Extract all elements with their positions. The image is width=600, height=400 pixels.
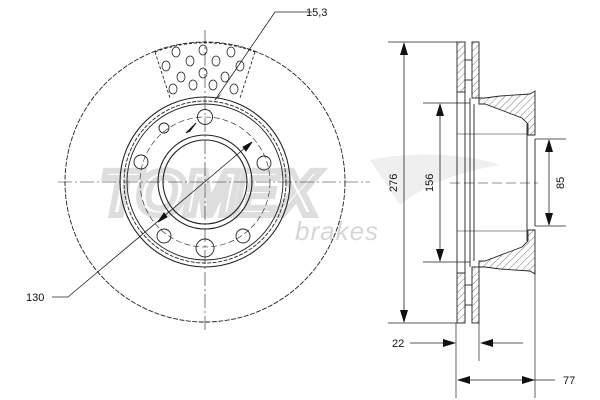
friction-plate-lower-left bbox=[456, 272, 466, 324]
bolt-circle-leader bbox=[52, 141, 253, 298]
front-view bbox=[52, 11, 370, 330]
dim-center-bore-label: 85 bbox=[555, 177, 567, 189]
bolt-hole-small bbox=[158, 122, 170, 134]
bolt-hole bbox=[156, 228, 172, 244]
bolt-hole bbox=[133, 154, 149, 170]
bolt-hole bbox=[256, 155, 272, 171]
dim-hat-diameter-label: 156 bbox=[424, 174, 436, 192]
center-bore-inner bbox=[162, 139, 248, 225]
center-bore-outer bbox=[157, 134, 253, 230]
bolt-hole bbox=[195, 238, 215, 258]
bolt-circle bbox=[139, 116, 271, 248]
friction-plate-upper-right bbox=[471, 41, 480, 99]
hat-wall-lower bbox=[478, 229, 536, 275]
bolt-hole bbox=[197, 109, 213, 125]
watermark-tagline: brakes bbox=[295, 216, 379, 246]
dim-total-height-label: 77 bbox=[563, 375, 575, 387]
hat-ring-2 bbox=[123, 100, 287, 264]
hat-ring-3 bbox=[126, 103, 284, 261]
dim-hole-diameter-label: 15,3 bbox=[306, 7, 327, 19]
hat-outer-ring bbox=[119, 96, 291, 268]
hat-wall-upper bbox=[478, 90, 536, 136]
friction-plate-upper-left bbox=[456, 41, 466, 93]
bolt-hole bbox=[235, 228, 251, 244]
dim-outer-diameter-label: 276 bbox=[388, 174, 400, 192]
disc-outer-edge bbox=[64, 41, 346, 323]
hole-diameter-leader bbox=[214, 11, 312, 101]
bolt-holes bbox=[133, 109, 272, 258]
dim-bolt-circle-label: 130 bbox=[26, 292, 44, 304]
friction-plate-lower-right bbox=[471, 266, 480, 324]
side-view bbox=[388, 41, 566, 398]
ventilation-sector bbox=[154, 42, 256, 99]
watermark-swoosh bbox=[370, 154, 500, 205]
dim-thickness-label: 22 bbox=[392, 338, 404, 350]
